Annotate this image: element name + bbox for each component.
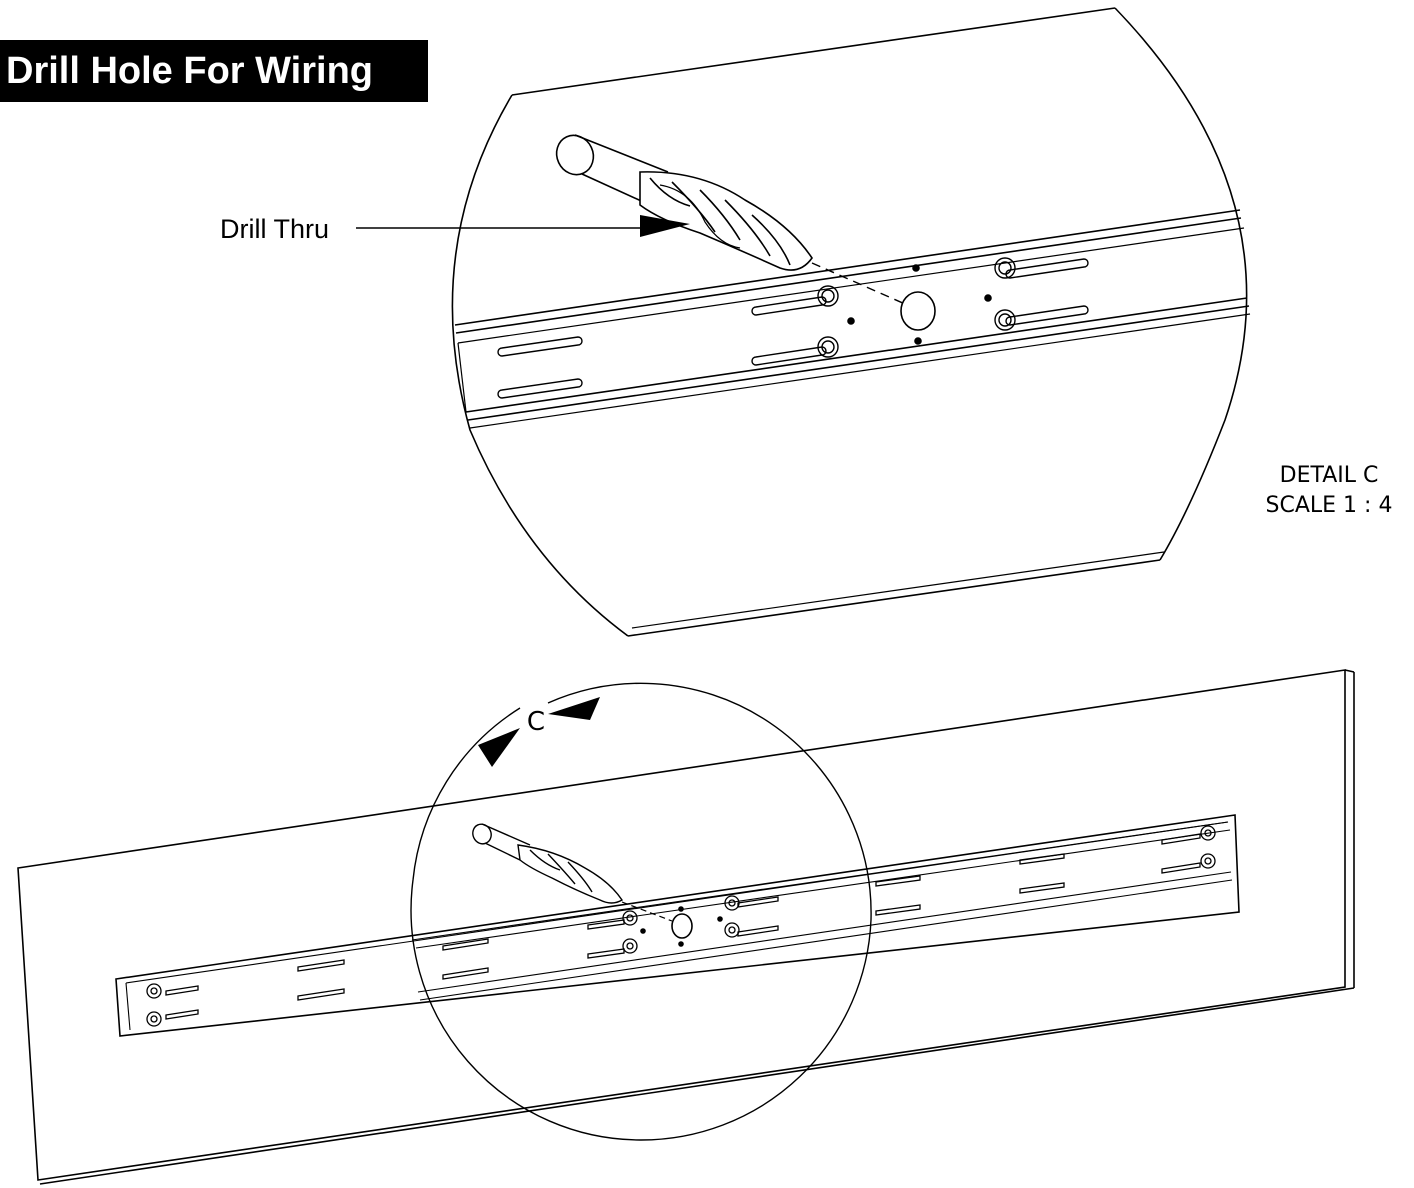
page-title: Drill Hole For Wiring [0,40,428,102]
wire-hole-main [640,906,723,947]
callout-label: Drill Thru [220,214,329,244]
detail-marker-letter: C [527,707,545,737]
drill-axis-main [621,901,673,922]
arrowhead-icon [640,215,690,237]
panel-bottom-edge-inner [631,551,1165,629]
mounting-rail [115,814,1240,1037]
screw-icon-main [146,825,1216,1027]
detail-boundary-right [1114,7,1248,561]
panel-bottom-edge [627,559,1161,637]
main-view [17,669,1355,1185]
slots-main [165,833,1201,1020]
detail-view [356,7,1251,637]
arrowhead-icon-left [478,728,520,767]
wall-panel [17,669,1355,1185]
panel-top-edge [511,7,1116,96]
wire-hole-detail [847,264,992,345]
drill-bit-icon [555,134,813,271]
detail-boundary [451,94,629,637]
detail-name: DETAIL C [1280,463,1379,488]
detail-scale: SCALE 1 : 4 [1266,493,1393,518]
detail-circle [410,682,872,1141]
arrowhead-icon-right [548,697,600,720]
screw-icon [817,257,1016,358]
drill-axis [811,262,906,305]
mounting-rail-detail [454,209,1251,429]
drill-bit-icon-main [472,823,623,904]
